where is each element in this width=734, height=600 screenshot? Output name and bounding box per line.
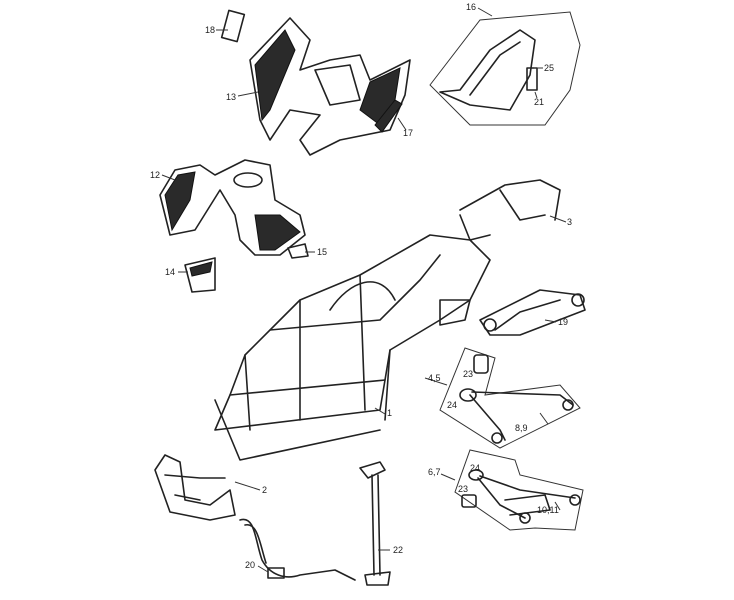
callout-8-9: 8,9 <box>515 423 528 433</box>
callout-20: 20 <box>245 560 256 570</box>
callout-1: 1 <box>387 408 393 418</box>
callout-22: 22 <box>393 545 404 555</box>
swing-arm-19 <box>479 289 586 336</box>
callout-4-5: 4,5 <box>428 373 441 383</box>
bracket-15 <box>287 243 309 259</box>
callout-10-11: 10,11 <box>537 505 559 515</box>
steering-post-22 <box>359 461 391 586</box>
lower-a-arm-box-6-7 <box>454 449 584 531</box>
grab-bar-3 <box>459 179 561 241</box>
callout-23-upper: 23 <box>463 369 474 379</box>
leader-lines <box>161 7 567 573</box>
callout-23-lower: 23 <box>458 484 469 494</box>
callout-6-7: 6,7 <box>428 467 441 477</box>
upper-a-arm-box-4-5 <box>439 347 581 449</box>
front-fender-13 <box>249 17 411 156</box>
callout-18: 18 <box>205 25 216 35</box>
bracket-18 <box>220 9 246 43</box>
callout-14: 14 <box>165 267 176 277</box>
callout-21: 21 <box>534 97 545 107</box>
seat-16 <box>429 11 581 126</box>
callout-17: 17 <box>403 128 414 138</box>
callout-24-lower: 24 <box>470 463 481 473</box>
reflector-17 <box>374 99 403 133</box>
main-frame-1 <box>214 234 491 461</box>
callout-19: 19 <box>558 317 569 327</box>
callout-16: 16 <box>466 2 477 12</box>
rear-fender-12 <box>159 159 306 256</box>
callout-25: 25 <box>544 63 555 73</box>
cover-14 <box>184 257 216 293</box>
front-bumper-2 <box>154 454 236 521</box>
callout-24-upper: 24 <box>447 400 458 410</box>
callout-12: 12 <box>150 170 161 180</box>
callout-13: 13 <box>226 92 237 102</box>
callout-15: 15 <box>317 247 328 257</box>
callout-3: 3 <box>567 217 573 227</box>
handlebar-20 <box>239 518 356 581</box>
callout-2: 2 <box>262 485 268 495</box>
